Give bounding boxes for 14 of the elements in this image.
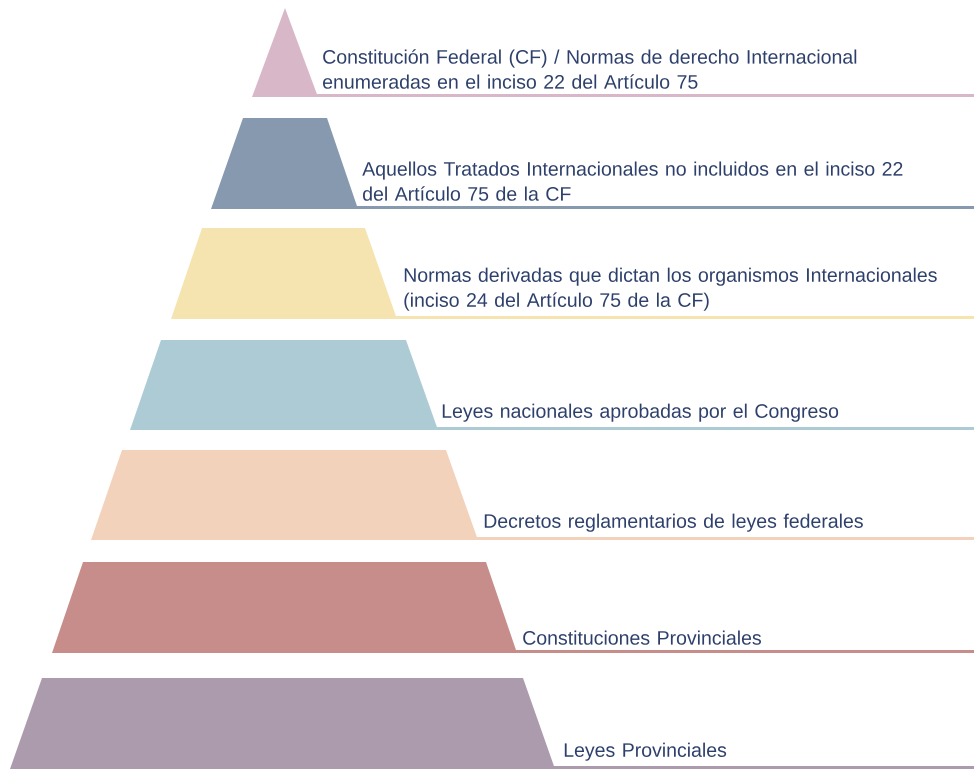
node-label: Constituciones Provinciales (523, 630, 761, 645)
pyramid-level: Decretos reglamentarios de leyes federales (91, 450, 974, 540)
node-label: Leyes Provinciales (564, 742, 726, 761)
pyramid-level: Leyes nacionales aprobadas por el Congreso (130, 340, 974, 430)
pyramid-level: Aquellos Tratados Internacionales no incluidos en el inciso 22 del Artículo 75 de la CF (211, 118, 974, 209)
pyramid-level: Normas derivadas que dictan los organismos Internacionales (inciso 24 del Artículo 75 de la CF) (171, 228, 974, 319)
pyramid-level: Constituciones Provinciales (52, 562, 974, 653)
node-label: Normas derivadas que dictan los organismos Internacionales (inciso 24 del Artículo 75 de la CF) (404, 268, 937, 311)
node-label: Leyes nacionales aprobadas por el Congreso (442, 404, 838, 422)
node-label: Aquellos Tratados Internacionales no incluidos en el inciso 22 del Artículo 75 de la CF (362, 161, 902, 201)
pyramid-level: Constitución Federal (CF) / Normas de derecho Internacional enumeradas en el inciso 22 del Artículo 75 (252, 8, 974, 97)
node-label: Constitución Federal (CF) / Normas de derecho Internacional enumeradas en el inciso 22 del Artículo 75 (323, 49, 856, 89)
node-label: Decretos reglamentarios de leyes federales (484, 514, 863, 532)
pyramid-level: Leyes Provinciales (10, 678, 974, 769)
